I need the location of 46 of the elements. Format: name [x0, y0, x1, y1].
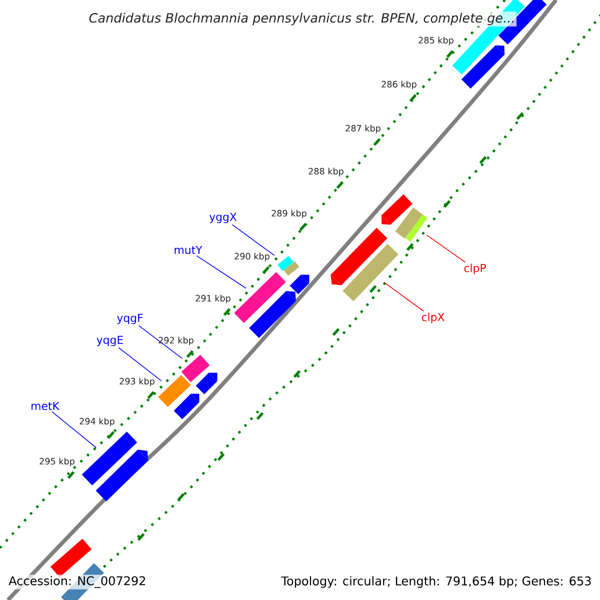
gene-block	[330, 228, 388, 286]
position-label: 287 kbp	[346, 124, 380, 134]
gene-block	[406, 214, 428, 242]
gene-label: clpX	[422, 312, 444, 324]
gene-block	[96, 450, 148, 502]
gene-label: metK	[32, 402, 60, 410]
summary-text: Topology: circular; Length: 791,654 bp; Genes: 653	[281, 576, 591, 588]
leader-line	[384, 282, 424, 312]
gene-block	[249, 291, 296, 338]
gene-block	[196, 372, 218, 394]
gene-label: yqgE	[96, 336, 123, 346]
position-label: 292 kbp	[158, 336, 194, 346]
gene-block	[50, 538, 92, 578]
accession-text: Accession: NC_007292	[7, 574, 148, 590]
gene-block	[290, 274, 310, 294]
leader-line	[232, 224, 275, 256]
gene-block	[342, 244, 398, 302]
gene-block	[277, 256, 294, 272]
gene-label: mutY	[174, 246, 202, 254]
title: Candidatus Blochmannia pennsylvanicus str. BPEN, complete ge...	[87, 11, 517, 27]
position-label: 289 kbp	[272, 210, 306, 218]
gene-block	[382, 194, 412, 225]
gene-label: clpP	[464, 264, 486, 274]
leader-line	[118, 347, 162, 382]
gene-block	[158, 374, 191, 408]
gene-block	[181, 354, 210, 382]
position-label: 293 kbp	[120, 378, 154, 386]
gene-block	[461, 45, 505, 89]
gene-label: yqgF	[117, 314, 143, 324]
position-label: 294 kbp	[80, 418, 114, 426]
position-label: 288 kbp	[308, 168, 344, 176]
position-label: 286 kbp	[382, 80, 416, 90]
gene-block	[174, 394, 200, 420]
leader-line	[196, 255, 246, 289]
position-label: 291 kbp	[196, 294, 230, 304]
gene-block	[395, 207, 423, 239]
leader-line	[138, 325, 183, 359]
position-label: 285 kbp	[418, 36, 454, 46]
gene-label: yggX	[209, 212, 237, 224]
gene-block	[234, 272, 286, 324]
gene-block	[82, 432, 138, 486]
leader-line	[426, 234, 466, 263]
position-label: 290 kbp	[234, 252, 270, 262]
gene-block	[284, 261, 300, 276]
leader-line	[52, 411, 97, 448]
position-label: 295 kbp	[40, 458, 74, 466]
